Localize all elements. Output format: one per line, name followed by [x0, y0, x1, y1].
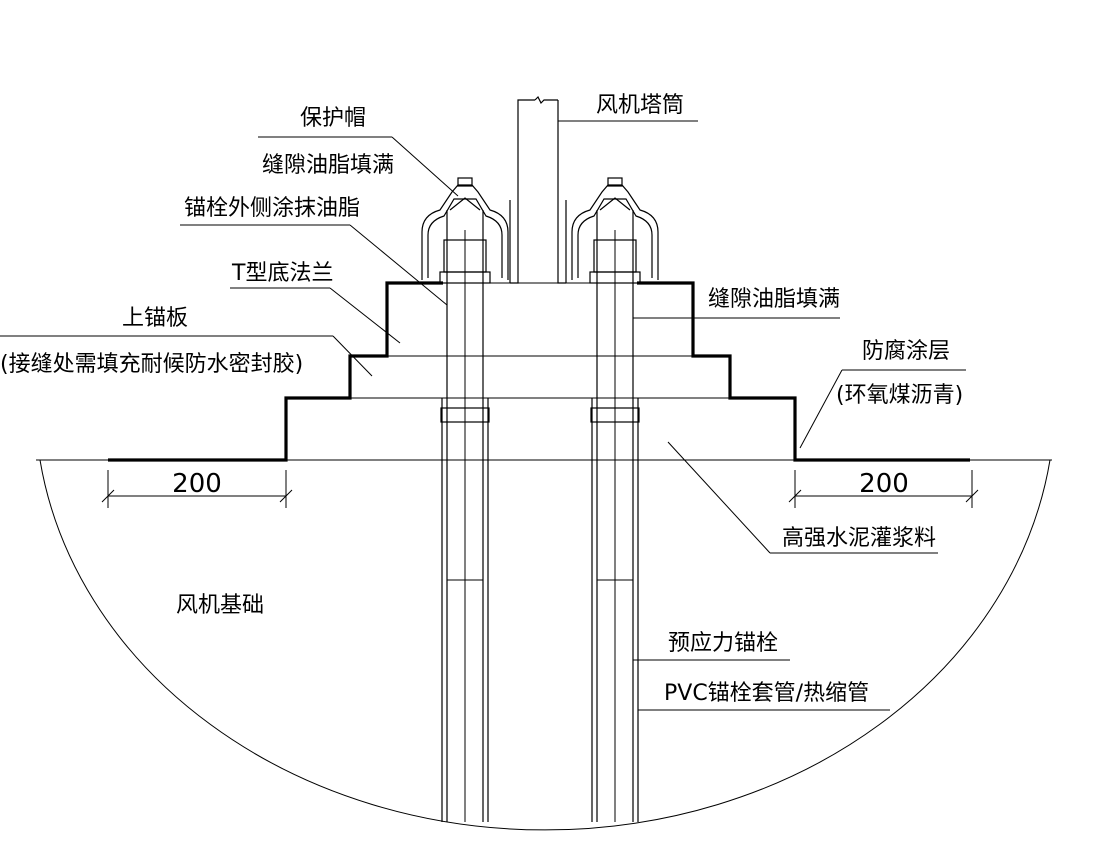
label-prestressed-bolt: 预应力锚栓	[668, 631, 778, 656]
dimension-left-value: 200	[172, 469, 222, 499]
label-bolt-outer-grease: 锚栓外侧涂抹油脂	[184, 196, 360, 221]
label-t-flange: T型底法兰	[231, 261, 333, 286]
tower-tube-wall	[509, 95, 567, 284]
dimension-right-value: 200	[859, 469, 909, 499]
label-pvc-sleeve: PVC锚栓套管/热缩管	[664, 681, 869, 706]
label-gap-grease-right: 缝隙油脂填满	[708, 287, 840, 312]
dimension-right: 200	[788, 469, 979, 508]
label-upper-anchor-plate: 上锚板	[122, 306, 188, 331]
right-anchor-bolt	[571, 177, 659, 822]
label-joint-sealant-note: (接缝处需填充耐候防水密封胶)	[0, 352, 303, 377]
labels: 保护帽 缝隙油脂填满 锚栓外侧涂抹油脂 T型底法兰 上锚板 (接缝处需填充耐候防…	[0, 93, 963, 706]
label-gap-grease-top: 缝隙油脂填满	[262, 153, 394, 178]
leader-lines	[0, 120, 966, 711]
label-grout: 高强水泥灌浆料	[782, 526, 936, 551]
label-coating-material: (环氧煤沥青)	[836, 383, 963, 408]
label-foundation: 风机基础	[176, 593, 264, 618]
left-anchor-bolt	[421, 177, 509, 822]
coating-profile	[108, 281, 970, 462]
foundation-outline	[36, 459, 1052, 831]
label-protective-cap: 保护帽	[300, 106, 366, 131]
label-anticorrosion-coating: 防腐涂层	[862, 339, 950, 364]
label-tower-tube: 风机塔筒	[596, 93, 684, 118]
dimension-left: 200	[101, 469, 293, 508]
